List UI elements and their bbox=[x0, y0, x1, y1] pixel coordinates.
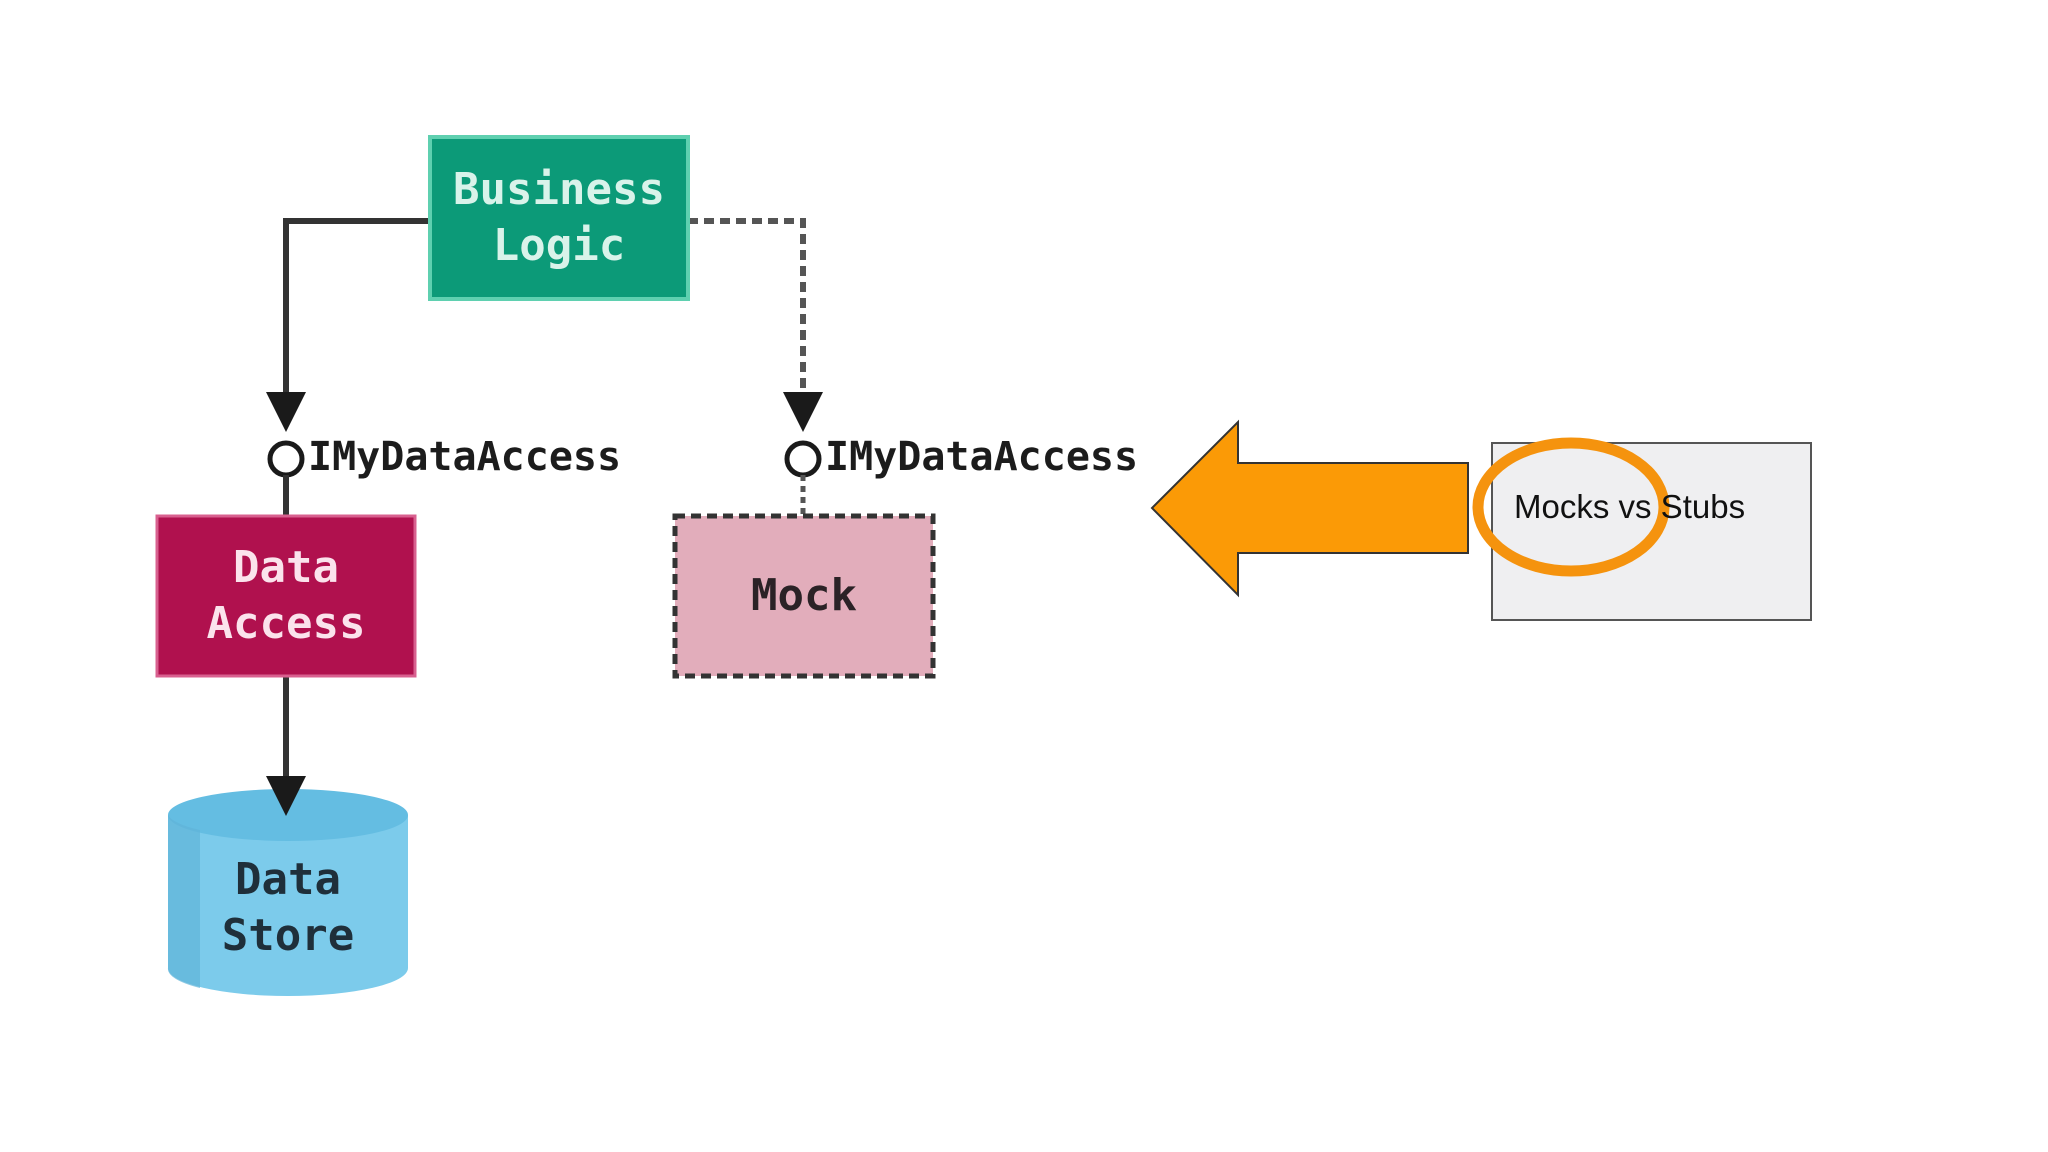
callout-text: Mocks vs Stubs bbox=[1514, 488, 1746, 525]
data-store-cylinder bbox=[167, 789, 408, 996]
data-access-box bbox=[155, 514, 417, 678]
connector-business-to-data-access bbox=[283, 218, 430, 398]
data-store-label: Data Store bbox=[221, 854, 355, 961]
arrowhead-to-mock-interface bbox=[783, 392, 823, 432]
orange-arrow-left bbox=[1150, 419, 1469, 598]
highlight-ring bbox=[1472, 437, 1670, 577]
mock-box bbox=[672, 513, 936, 679]
interface-label-mock: IMyDataAccess bbox=[825, 434, 1139, 480]
data-access-label: Data Access bbox=[206, 542, 366, 649]
interface-socket-real bbox=[267, 440, 305, 478]
business-logic-box bbox=[428, 135, 690, 301]
interface-socket-mock bbox=[784, 440, 822, 478]
data-store-top bbox=[168, 789, 408, 841]
mock-label: Mock bbox=[751, 570, 857, 621]
arrowhead-to-data-store bbox=[266, 776, 306, 816]
data-store-body bbox=[168, 815, 408, 996]
arrowhead-to-real-interface bbox=[266, 392, 306, 432]
connector-business-to-mock bbox=[688, 218, 806, 398]
data-store-shade bbox=[167, 815, 200, 988]
interface-label-real: IMyDataAccess bbox=[308, 434, 622, 480]
business-logic-label: Business Logic bbox=[453, 164, 665, 271]
